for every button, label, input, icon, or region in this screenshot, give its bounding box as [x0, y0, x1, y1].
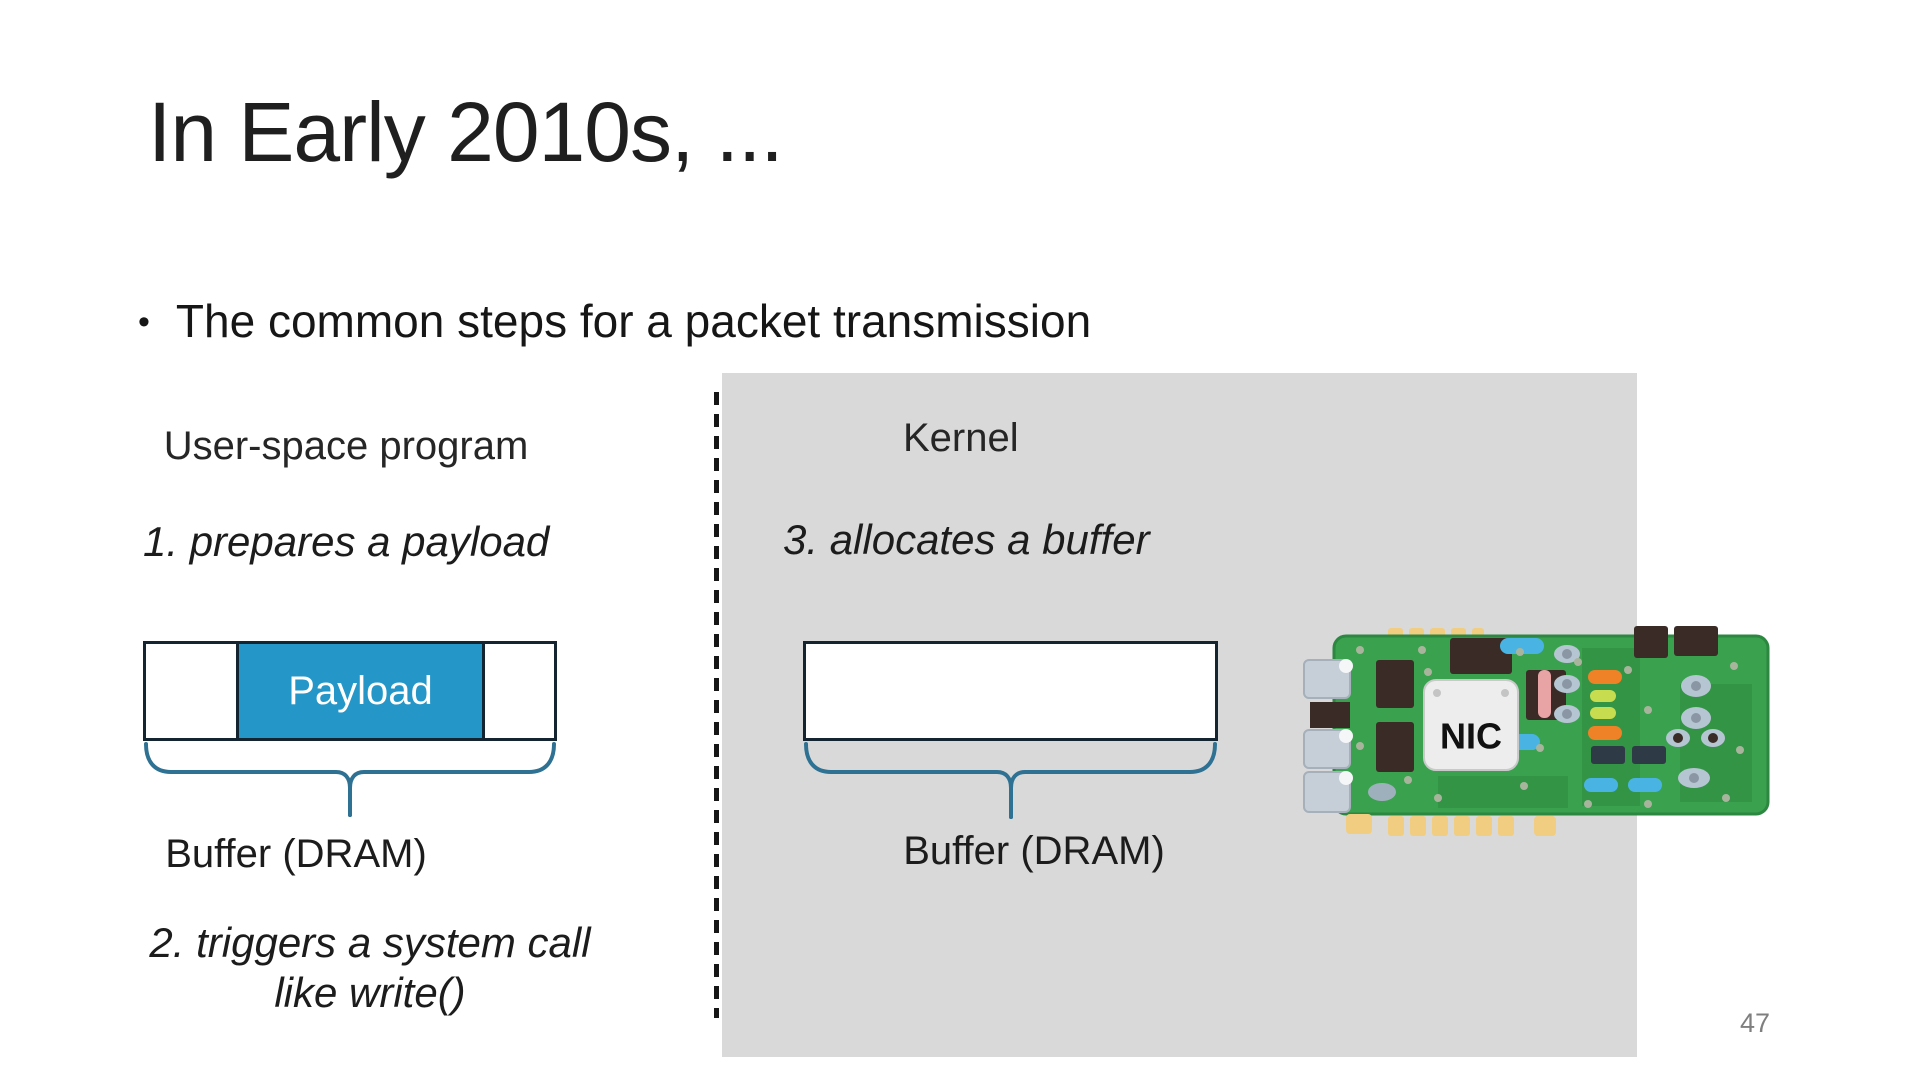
user-buffer-rect: Payload [143, 641, 557, 741]
step2-line2: like write() [274, 969, 466, 1016]
kernel-buffer-rect [803, 641, 1218, 741]
nic-connectors [1303, 659, 1353, 813]
nic-chip: NIC [1423, 679, 1519, 771]
step1-text: 1. prepares a payload [143, 518, 550, 565]
left-brace [144, 742, 556, 817]
nic-capacitors [1368, 645, 1725, 801]
payload-box: Payload [236, 644, 485, 738]
nic-gold-pins-bottom [1346, 814, 1556, 836]
step2-text: 2. triggers a system call like write() [110, 918, 630, 1018]
kernel-label: Kernel [903, 416, 1019, 460]
page-number: 47 [1740, 1008, 1771, 1038]
slide-title: In Early 2010s, ... [148, 85, 784, 179]
nic-image: NIC [1303, 626, 1770, 836]
bullet-line: • The common steps for a packet transmis… [138, 294, 1091, 348]
user-space-label: User-space program [163, 424, 529, 468]
nic-chips [1376, 626, 1718, 772]
step2-line1: 2. triggers a system call [149, 919, 591, 966]
right-brace [804, 742, 1217, 819]
user-kernel-divider [714, 392, 719, 1018]
step3-text: 3. allocates a buffer [783, 516, 1150, 563]
nic-label: NIC [1440, 716, 1502, 757]
bullet-icon: • [138, 303, 150, 341]
user-buffer-label: Buffer (DRAM) [165, 832, 427, 876]
kernel-buffer-label: Buffer (DRAM) [903, 829, 1165, 873]
bullet-text: The common steps for a packet transmissi… [175, 295, 1092, 347]
payload-label: Payload [288, 668, 433, 713]
